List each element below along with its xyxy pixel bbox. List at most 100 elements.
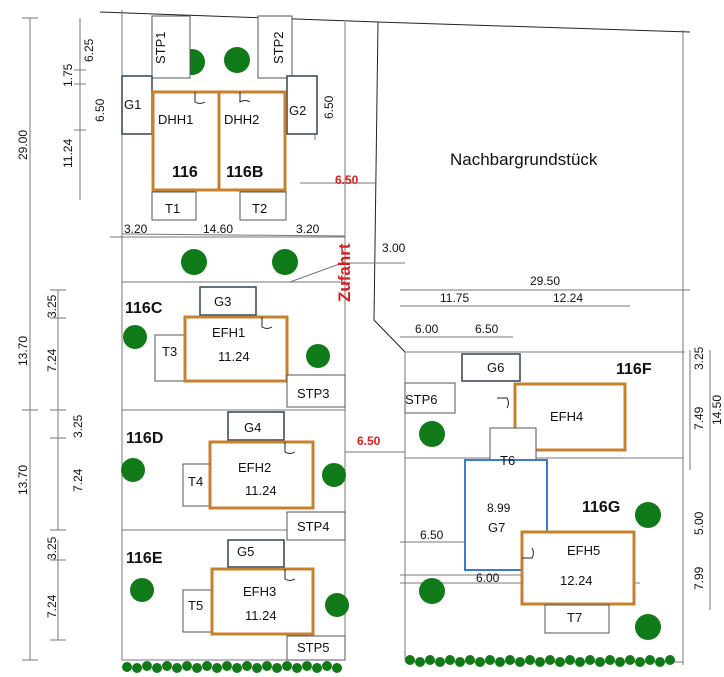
house-efh1 bbox=[183, 315, 289, 383]
plot-label-116f: 116F bbox=[616, 361, 652, 378]
garage-label-g2: G2 bbox=[289, 103, 306, 118]
access-width-top: 6.50 bbox=[335, 173, 359, 187]
garage-label-g5: G5 bbox=[237, 544, 254, 559]
terrace-label-t7: T7 bbox=[567, 610, 582, 625]
garage-label-g4: G4 bbox=[244, 420, 261, 435]
garage-label-g1: G1 bbox=[124, 97, 141, 112]
terrace-label-t2: T2 bbox=[252, 201, 267, 216]
dim-1-75: 1.75 bbox=[61, 63, 75, 87]
house-label-dhh1: DHH1 bbox=[158, 112, 193, 127]
tree bbox=[325, 593, 349, 617]
garage-g5 bbox=[227, 539, 285, 568]
plot-label-116g: 116G bbox=[582, 499, 620, 516]
garage-label-g3: G3 bbox=[214, 294, 231, 309]
parking-stp3 bbox=[286, 374, 346, 408]
house-dhh1 bbox=[151, 90, 221, 192]
dim-6-50-b: 6.50 bbox=[475, 322, 499, 336]
hedge-right bbox=[405, 655, 675, 667]
house-width-efh5: 12.24 bbox=[560, 573, 593, 588]
house-width-efh3: 11.24 bbox=[245, 608, 277, 623]
house-width-efh2: 11.24 bbox=[245, 483, 277, 498]
parking-stp6 bbox=[404, 382, 456, 414]
dim-7-99: 7.99 bbox=[692, 566, 706, 590]
dim-12-24: 12.24 bbox=[553, 291, 583, 305]
dim-3-00: 3.00 bbox=[382, 241, 406, 255]
tree bbox=[306, 344, 330, 368]
dim-7-24-a: 7.24 bbox=[45, 348, 59, 372]
tree bbox=[272, 249, 298, 275]
garage-label-g6: G6 bbox=[487, 360, 504, 375]
tree bbox=[121, 458, 145, 482]
dim-6-25: 6.25 bbox=[82, 38, 96, 62]
door-icon bbox=[284, 569, 296, 581]
access-label: Zufahrt bbox=[335, 243, 354, 302]
terrace-label-t1: T1 bbox=[165, 201, 180, 216]
access-width-mid: 6.50 bbox=[357, 434, 381, 448]
terrace-label-t3: T3 bbox=[162, 344, 177, 359]
parking-stp5 bbox=[286, 635, 346, 661]
tree bbox=[635, 614, 661, 640]
tree bbox=[130, 578, 154, 602]
dim-6-00-g: 6.00 bbox=[476, 571, 500, 585]
plot-label-116e: 116E bbox=[126, 550, 163, 567]
dim-14-50: 14.50 bbox=[710, 395, 724, 425]
tree bbox=[123, 325, 147, 349]
parking-label-stp5: STP5 bbox=[297, 640, 330, 655]
parking-label-stp6: STP6 bbox=[405, 392, 438, 407]
top-lots bbox=[121, 15, 318, 221]
garage-g1 bbox=[121, 75, 153, 135]
garage-g2 bbox=[286, 75, 318, 135]
dim-14-60: 14.60 bbox=[203, 222, 233, 236]
house-label-efh4: EFH4 bbox=[550, 409, 583, 424]
house-label-dhh2: DHH2 bbox=[224, 112, 259, 127]
neighbor-label: Nachbargrundstück bbox=[450, 150, 598, 169]
tree bbox=[224, 47, 250, 73]
door-icon bbox=[497, 397, 509, 409]
labels: Nachbargrundstück Zufahrt 6.50 6.50 116 … bbox=[16, 31, 724, 655]
dim-3-20-a: 3.20 bbox=[124, 222, 148, 236]
plot-label-116d: 116D bbox=[126, 430, 163, 447]
parking-label-stp2: STP2 bbox=[271, 31, 286, 64]
plot-label-116b: 116B bbox=[226, 164, 263, 181]
parking-stp2 bbox=[257, 15, 293, 79]
dim-13-70-a: 13.70 bbox=[16, 336, 30, 366]
terrace-label-t5: T5 bbox=[188, 598, 203, 613]
dim-6-50-g: 6.50 bbox=[420, 528, 444, 542]
garage-g4 bbox=[227, 411, 285, 441]
terrace-label-t6: T6 bbox=[500, 453, 515, 468]
house-width-efh1: 11.24 bbox=[218, 349, 250, 364]
house-efh3 bbox=[210, 567, 315, 636]
door-icon bbox=[522, 547, 534, 559]
house-efh5 bbox=[520, 530, 636, 606]
dim-11-24: 11.24 bbox=[61, 139, 75, 168]
dim-3-25-c: 3.25 bbox=[45, 536, 59, 560]
terrace-t1 bbox=[151, 191, 197, 221]
tree bbox=[322, 463, 346, 487]
garage-g3 bbox=[199, 286, 257, 316]
door-icon bbox=[284, 442, 296, 454]
dim-3-25-r: 3.25 bbox=[692, 346, 706, 370]
plot-label-116c: 116C bbox=[125, 300, 163, 317]
tree bbox=[419, 421, 445, 447]
house-label-efh2: EFH2 bbox=[238, 460, 271, 475]
tree bbox=[635, 502, 661, 528]
garage-g6 bbox=[461, 353, 521, 382]
dim-7-49: 7.49 bbox=[692, 406, 706, 430]
right-lots bbox=[404, 353, 636, 634]
dim-8-99: 8.99 bbox=[487, 501, 511, 515]
terrace-t3 bbox=[154, 334, 188, 382]
door-icon bbox=[239, 92, 251, 103]
dim-3-20-b: 3.20 bbox=[296, 222, 320, 236]
parking-stp1 bbox=[151, 15, 191, 79]
dim-5-00: 5.00 bbox=[692, 511, 706, 535]
garage-label-g7: G7 bbox=[488, 520, 505, 535]
house-label-efh1: EFH1 bbox=[212, 325, 245, 340]
dim-3-25-b: 3.25 bbox=[71, 414, 85, 438]
house-label-efh5: EFH5 bbox=[567, 543, 600, 558]
house-dhh2 bbox=[217, 90, 287, 192]
terrace-t2 bbox=[239, 191, 287, 221]
parking-label-stp3: STP3 bbox=[297, 386, 330, 401]
house-efh2 bbox=[208, 440, 315, 510]
dim-3-25-a: 3.25 bbox=[45, 294, 59, 318]
